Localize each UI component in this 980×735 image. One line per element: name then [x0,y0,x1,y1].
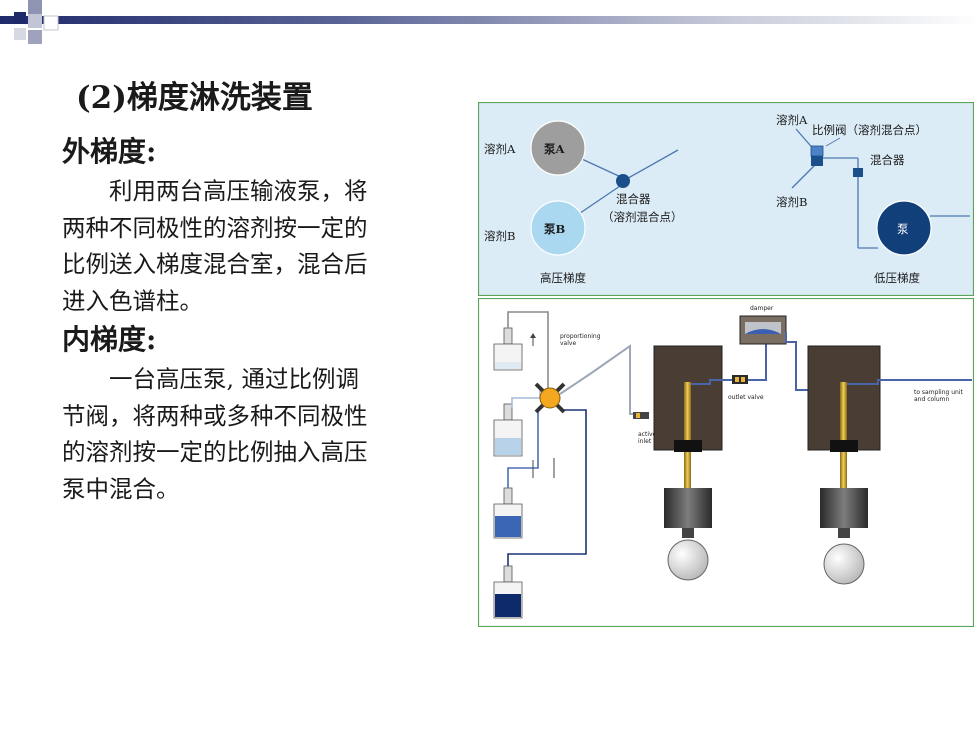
pump-drive [820,488,868,528]
mix-point-label: （溶剂混合点） [602,210,683,224]
external-gradient-line: 比例送入梯度混合室，混合后 [62,250,368,278]
cam-bulb [667,539,709,581]
low-solvent-a-label: 溶剂A [776,113,808,127]
proportioning-valve-label: valve [560,340,576,347]
internal-gradient-line: 节阀，将两种或多种不同极性 [62,401,368,430]
pump-a-label: 泵A [544,142,565,156]
external-gradient-line: 进入色谱柱。 [62,286,203,315]
low-solvent-b-label: 溶剂B [776,195,807,209]
proportioning-valve-label: proportioning [560,333,601,340]
internal-gradient-line: 泵中混合。 [62,474,180,503]
low-pump-label: 泵 [897,222,909,236]
proportioning-valve-block [810,145,824,157]
pump-system-illustration: proportioning valve active inlet valve o… [478,298,974,627]
solvent-a-label: 溶剂A [484,142,516,156]
pump-b-circle [530,200,586,256]
low-mixer-label: 混合器 [870,153,905,167]
solvent-bottle [493,487,523,539]
solvent-b-label: 溶剂B [484,229,515,243]
mixer-node [616,174,630,188]
external-gradient-heading: 外梯度: [62,135,157,168]
outlet-valve [732,375,748,384]
description-column: 外梯度: 利用两台高压输液泵，将 两种不同极性的溶剂按一定的 比例送入梯度混合室… [62,131,457,507]
destination-label: and column [914,396,949,403]
active-inlet-valve [633,412,649,419]
internal-gradient-heading: 内梯度: [62,323,157,356]
internal-gradient-line: 的溶剂按一定的比例抽入高压 [62,438,368,466]
solvent-bottle [493,565,523,619]
pump-a-circle [530,120,586,176]
title-decoration [0,0,980,44]
pump-drive [664,488,712,528]
pump-b-label: 泵B [544,222,565,236]
external-gradient-line: 利用两台高压输液泵，将 [109,177,368,205]
mixer-label: 混合器 [616,192,651,206]
outlet-valve-label: outlet valve [728,394,764,401]
active-inlet-valve-label: active [638,431,657,438]
destination-label: to sampling unit [914,389,964,396]
external-gradient-line: 两种不同极性的溶剂按一定的 [62,213,368,242]
solvent-bottle [493,403,523,457]
internal-gradient-line: 一台高压泵, 通过比例调 [109,365,359,393]
high-pressure-caption: 高压梯度 [540,271,586,285]
proportioning-valve-label: 比例阀（溶剂混合点） [812,123,927,137]
damper-label: damper [750,305,774,312]
proportioning-valve [534,382,566,414]
cam-bulb [823,543,865,585]
low-pump-circle [876,200,932,256]
low-pressure-caption: 低压梯度 [874,271,920,285]
low-mixer-block [853,168,863,177]
gradient-schematic: 溶剂A 泵A 溶剂B 泵B 混合器 （溶剂混合点） 高压梯度 溶剂A 比例阀（溶… [478,102,974,296]
page-title: (2)梯度淋洗装置 [76,80,313,116]
